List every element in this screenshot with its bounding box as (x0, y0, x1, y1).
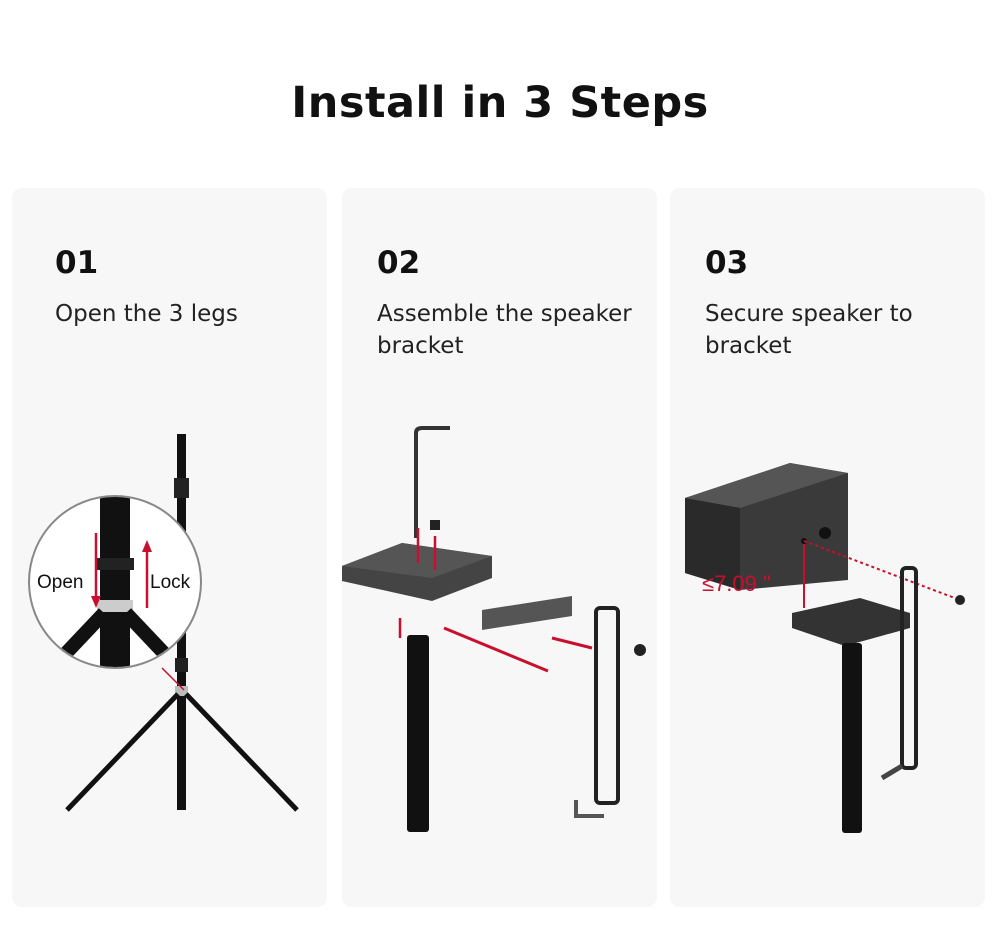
tripod-illustration: Open Lock (28, 434, 299, 812)
page-title: Install in 3 Steps (291, 78, 709, 128)
step-card-3: 03 Secure speaker to bracket ≤7.09 " (670, 188, 985, 907)
step-card-1: 01 Open the 3 legs Open Lock (12, 188, 327, 907)
step-number: 03 (705, 245, 749, 281)
dimension-label: ≤7.09 " (702, 571, 771, 596)
step-description: Open the 3 legs (55, 301, 238, 327)
step-card-2: 02 Assemble the speaker bracket (342, 188, 657, 907)
bracket-assembly-illustration (342, 426, 646, 832)
step-number: 01 (55, 245, 99, 281)
lock-label: Lock (150, 572, 191, 593)
step-number: 02 (377, 245, 421, 281)
step-description: Assemble the speaker bracket (377, 301, 632, 359)
open-label: Open (37, 572, 83, 593)
speaker-mount-illustration: ≤7.09 " (685, 463, 965, 833)
step-description: Secure speaker to bracket (705, 301, 913, 359)
